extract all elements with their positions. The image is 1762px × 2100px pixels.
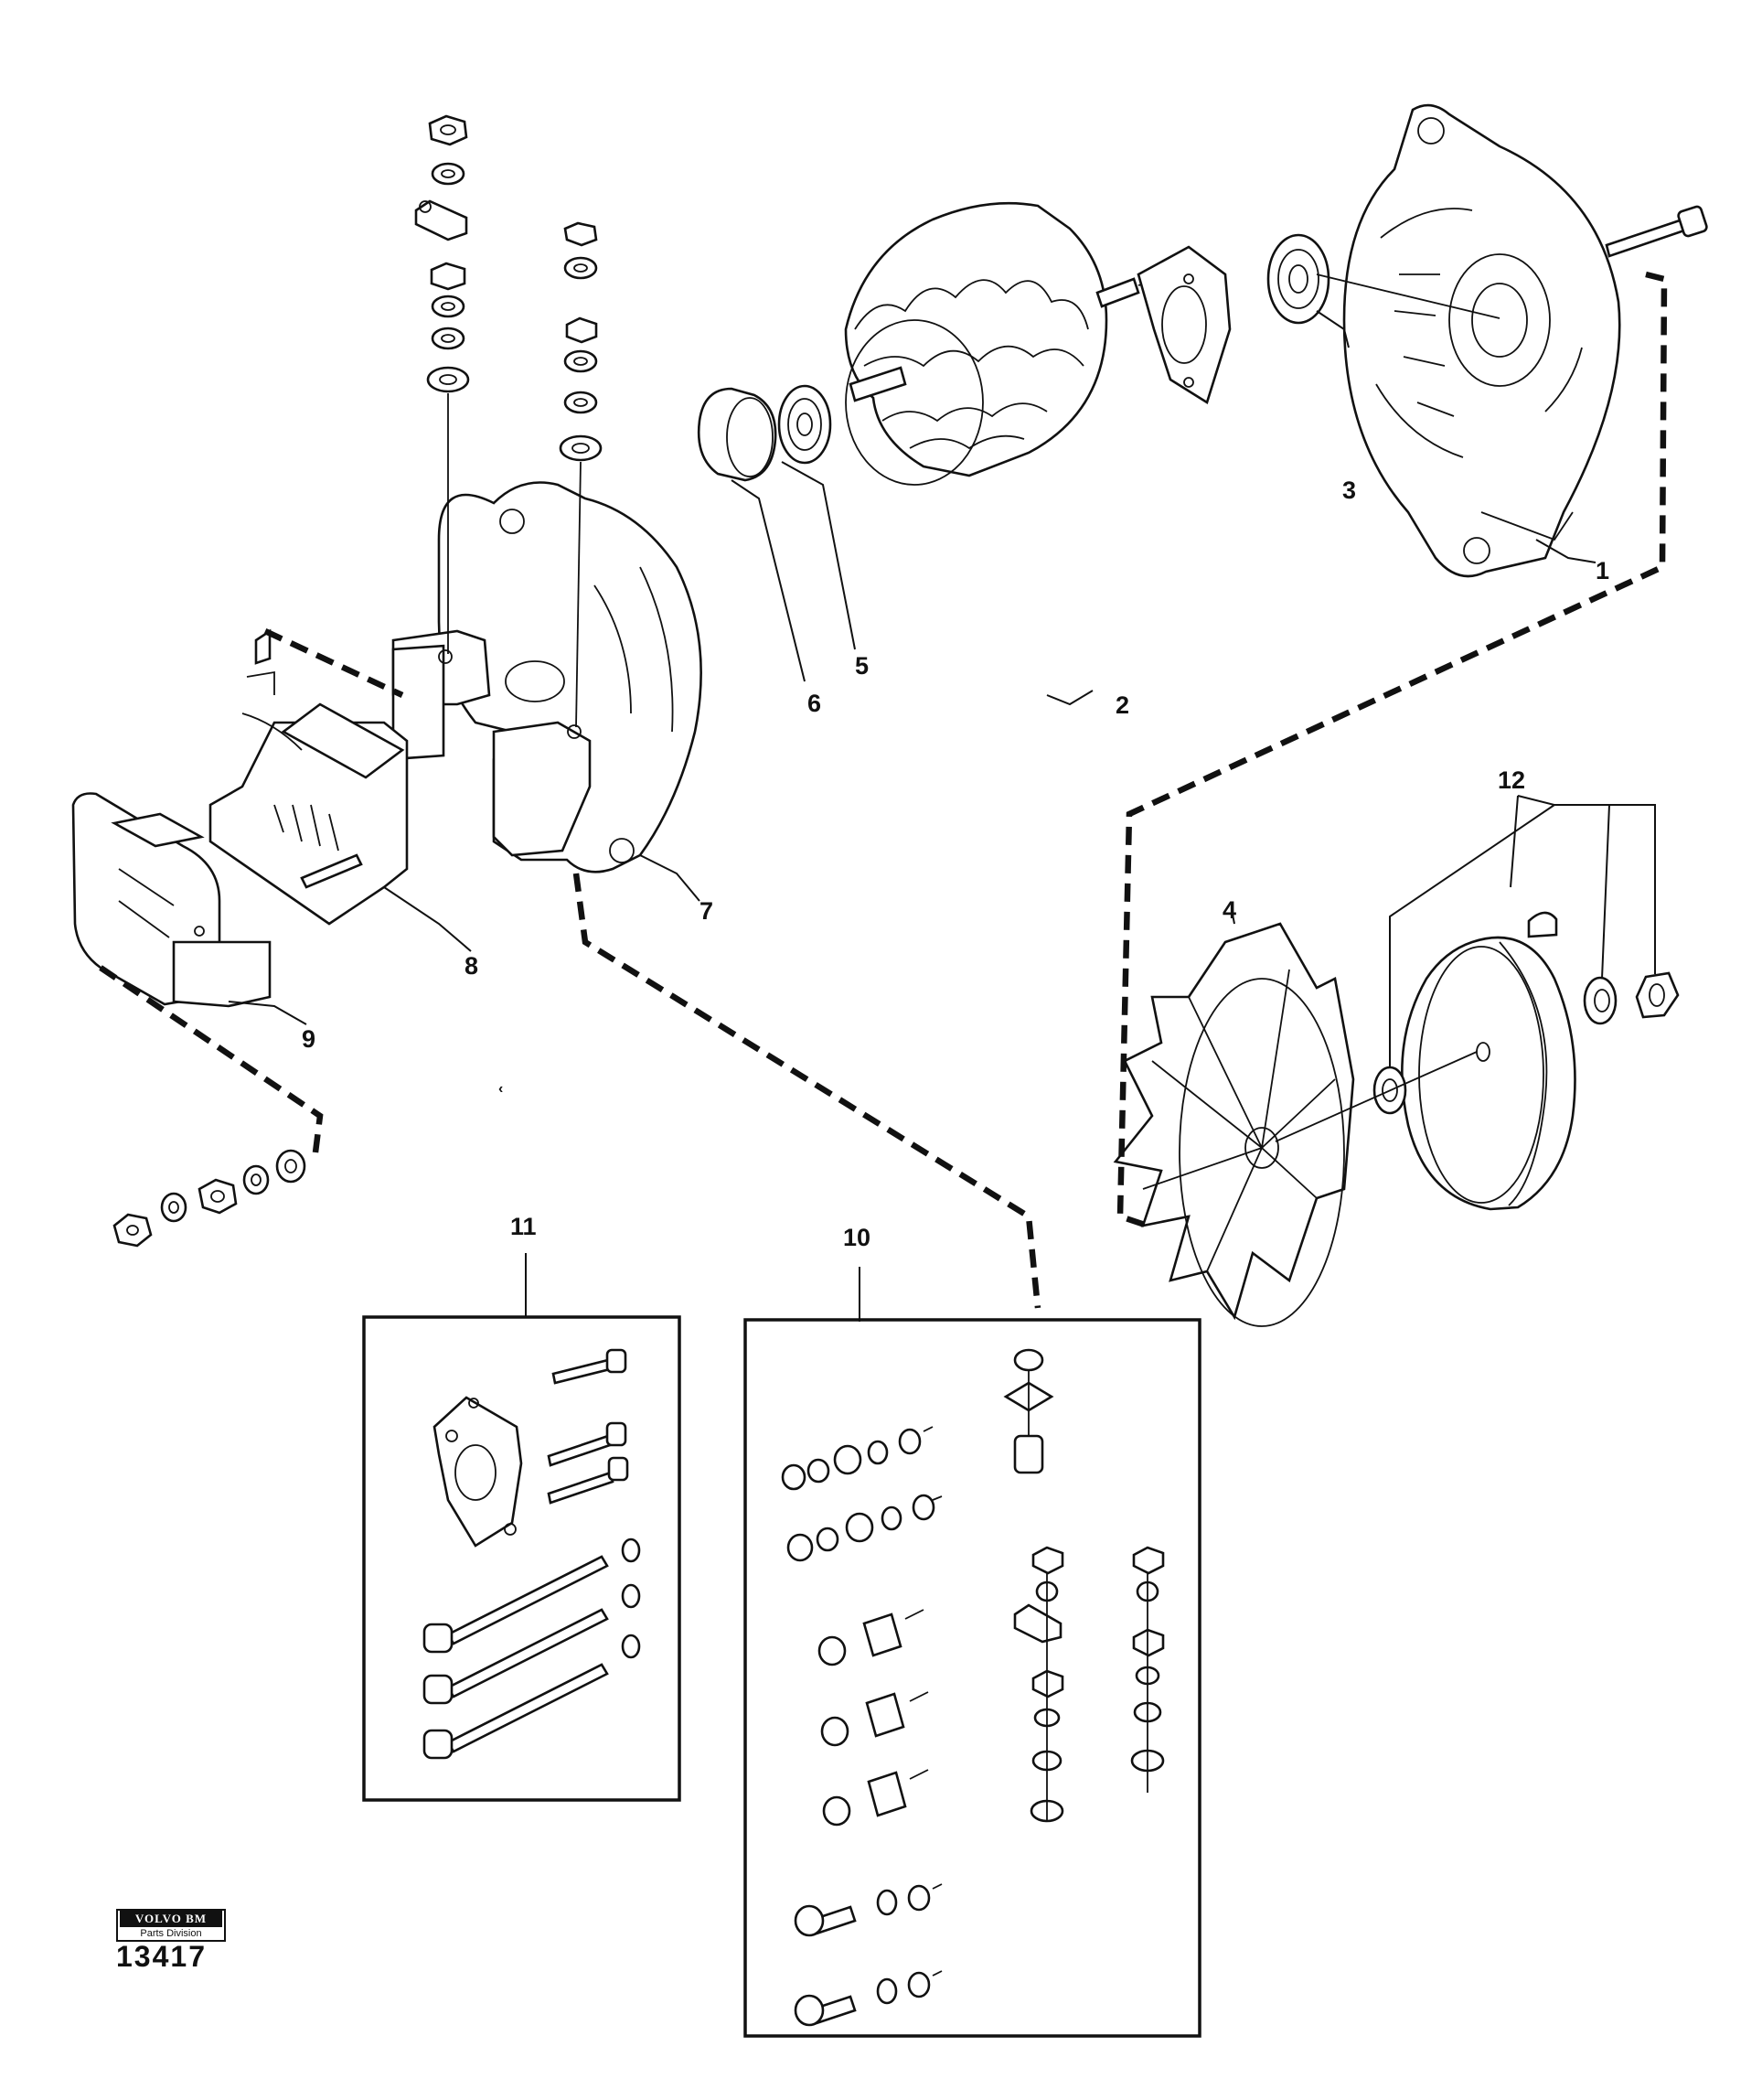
pulley: [1401, 936, 1576, 1211]
dashed-line-cover: [99, 965, 324, 1153]
callout-2: 2: [1116, 691, 1129, 719]
kit-box-11: [362, 1315, 681, 1802]
fastener-stack-b-plus: [414, 114, 470, 393]
leader-5: [781, 461, 856, 650]
kit-11-contents: [422, 1348, 641, 1760]
stray-mark: ‹: [498, 1081, 503, 1097]
through-bolt: [1605, 205, 1708, 258]
dashed-line-housing: [572, 873, 1041, 1309]
leader-9: [228, 1001, 307, 1025]
callout-4: 4: [1223, 896, 1236, 924]
callout-3: 3: [1342, 477, 1356, 504]
logo-brand: VOLVO BM: [120, 1911, 222, 1927]
callout-11: 11: [510, 1213, 537, 1240]
callout-1: 1: [1596, 557, 1609, 584]
key-12: [1527, 911, 1558, 938]
axis-line-lower: [1275, 1051, 1478, 1142]
callout-10: 10: [843, 1224, 870, 1251]
dashed-line-brush: [263, 628, 404, 698]
spring-washer-12: [1583, 976, 1618, 1025]
leader-12: [1389, 795, 1656, 1068]
pulley-nut-12: [1635, 971, 1680, 1019]
callout-6: 6: [807, 690, 821, 717]
leader-7: [639, 854, 700, 902]
kit-box-10: [743, 1318, 1201, 2038]
bearing-cap-6: [697, 387, 777, 482]
callout-8: 8: [465, 952, 478, 980]
brush-holder: [208, 628, 409, 926]
cooling-fan: [1113, 922, 1355, 1327]
leader-2: [1046, 690, 1094, 706]
axis-line-upper: [1316, 273, 1500, 319]
leader-1: [1535, 539, 1596, 563]
stator-rotor-assembly: [844, 201, 1162, 486]
figure-number: 13417: [116, 1940, 207, 1973]
callout-7: 7: [699, 897, 713, 925]
kit-10-contents: [781, 1348, 1165, 2027]
brush-cover: [71, 792, 272, 1008]
dashed-line-top-right: [1116, 271, 1668, 1229]
bearing-plate: [1137, 245, 1232, 404]
logo-division: Parts Division: [140, 1928, 202, 1939]
loose-fasteners-row: [112, 1149, 306, 1248]
leader-8: [383, 886, 472, 952]
callout-9: 9: [302, 1025, 315, 1053]
bearing-5: [777, 384, 832, 465]
leader-3: [1316, 310, 1350, 348]
callout-5: 5: [855, 652, 869, 680]
drive-end-housing: [1342, 103, 1621, 578]
bearing-3: [1266, 233, 1330, 325]
callout-12: 12: [1498, 766, 1525, 794]
slip-ring-end-housing: [391, 481, 702, 873]
leader-4: [1232, 914, 1235, 925]
fastener-stack-d-plus: [559, 221, 603, 462]
leader-6: [731, 479, 806, 682]
stud-line-right: [575, 461, 582, 728]
volvo-bm-logo: VOLVO BM Parts Division: [116, 1909, 226, 1942]
